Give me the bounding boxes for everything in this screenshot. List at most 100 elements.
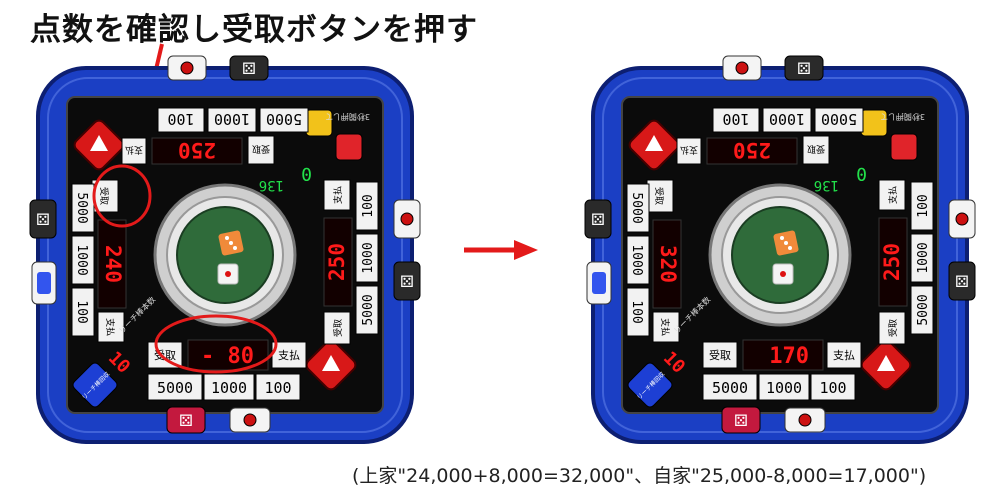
edge-button-top-1[interactable] — [722, 55, 762, 81]
green-counter: 136 — [259, 177, 284, 193]
top-button-label: 1000 — [214, 110, 250, 128]
left-score-display — [97, 219, 127, 309]
top-score-value: 250 — [733, 138, 771, 162]
top-uketori-button[interactable]: 受取 — [802, 135, 830, 165]
right-shiharai-button[interactable]: 支払 — [323, 179, 351, 211]
left-uketori-button[interactable]: 受取 — [646, 179, 674, 213]
score-caption: (上家"24,000+8,000=32,000"、自家"25,000-8,000… — [352, 465, 927, 487]
bottom-button-5000[interactable]: 5000 — [147, 373, 203, 401]
edge-button-top-1[interactable] — [167, 55, 207, 81]
highlight-annotations — [92, 164, 278, 374]
right-score-value: 250 — [325, 243, 349, 281]
right-button-label: 1000 — [916, 242, 931, 273]
edge-button-right-2[interactable]: ⚄ — [393, 261, 421, 301]
left-score-display — [652, 219, 682, 309]
right-uketori-button[interactable]: 受取 — [323, 311, 351, 345]
right-shiharai-button[interactable]: 支払 — [878, 179, 906, 211]
left-shiharai-button[interactable]: 支払 — [97, 311, 125, 343]
red-small-button[interactable] — [335, 133, 363, 161]
top-button-5000[interactable]: 5000 — [814, 107, 864, 133]
left-button-5000[interactable]: 5000 — [71, 183, 95, 233]
riichi-collect-button[interactable]: リーチ棒回収 — [71, 361, 119, 409]
top-uketori-label: 受取 — [252, 143, 270, 155]
edge-button-left-2[interactable] — [31, 261, 57, 305]
dice-icon: ⚄ — [797, 59, 811, 78]
bottom-button-100[interactable]: 100 — [255, 373, 301, 401]
left-button-1000[interactable]: 1000 — [626, 235, 650, 285]
right-uketori-button[interactable]: 受取 — [878, 311, 906, 345]
top-button-row: 100 1000 5000 — [157, 107, 309, 133]
bottom-uketori-button[interactable]: 受取 — [702, 341, 738, 369]
left-shiharai-button[interactable]: 支払 — [652, 311, 680, 343]
edge-button-left-1[interactable]: ⚄ — [584, 199, 612, 239]
right-button-label: 5000 — [361, 294, 376, 325]
top-button-label: 100 — [167, 110, 194, 128]
red-small-button[interactable] — [890, 133, 918, 161]
left-button-label: 100 — [74, 300, 89, 323]
bottom-shiharai-button[interactable]: 支払 — [271, 341, 307, 369]
edge-button-right-1[interactable] — [948, 199, 976, 239]
bottom-button-5000[interactable]: 5000 — [702, 373, 758, 401]
edge-button-bottom-2[interactable] — [229, 407, 271, 433]
top-button-1000[interactable]: 1000 — [762, 107, 812, 133]
top-button-100[interactable]: 100 — [712, 107, 760, 133]
flow-arrow — [464, 240, 538, 260]
top-uketori-button[interactable]: 受取 — [247, 135, 275, 165]
top-button-100[interactable]: 100 — [157, 107, 205, 133]
bottom-score-value: 170 — [769, 344, 809, 369]
right-button-100[interactable]: 100 — [910, 181, 934, 231]
bottom-shiharai-label: 支払 — [278, 348, 300, 362]
left-button-100[interactable]: 100 — [626, 287, 650, 337]
bottom-button-label: 1000 — [766, 379, 802, 397]
bottom-button-label: 100 — [264, 379, 291, 397]
edge-button-left-1[interactable]: ⚄ — [29, 199, 57, 239]
bottom-button-100[interactable]: 100 — [810, 373, 856, 401]
edge-button-top-2[interactable]: ⚄ — [229, 55, 269, 81]
top-button-5000[interactable]: 5000 — [259, 107, 309, 133]
highlight-left-uketori — [92, 164, 152, 228]
bottom-button-label: 100 — [819, 379, 846, 397]
red-diamond-button-top-left[interactable] — [627, 118, 681, 172]
left-shiharai-label: 支払 — [104, 318, 116, 336]
bottom-shiharai-button[interactable]: 支払 — [826, 341, 862, 369]
dice-icon: ⚄ — [734, 411, 748, 430]
top-button-label: 1000 — [769, 110, 805, 128]
right-button-1000[interactable]: 1000 — [910, 233, 934, 283]
dice-icon: ⚄ — [36, 210, 50, 229]
bottom-button-label: 1000 — [211, 379, 247, 397]
right-score-display — [878, 217, 908, 307]
left-uketori-label: 受取 — [653, 187, 665, 205]
right-shiharai-label: 支払 — [332, 186, 344, 204]
green-digit: 0 — [301, 163, 312, 184]
top-shiharai-button[interactable]: 支払 — [676, 137, 702, 165]
right-button-100[interactable]: 100 — [355, 181, 379, 231]
edge-button-bottom-2[interactable] — [784, 407, 826, 433]
riichi-collect-button[interactable]: リーチ棒回収 — [626, 361, 674, 409]
bottom-button-label: 5000 — [712, 379, 748, 397]
edge-button-top-2[interactable]: ⚄ — [784, 55, 824, 81]
left-button-100[interactable]: 100 — [71, 287, 95, 337]
edge-button-bottom-1[interactable]: ⚄ — [166, 406, 206, 434]
right-button-1000[interactable]: 1000 — [355, 233, 379, 283]
left-button-1000[interactable]: 1000 — [71, 235, 95, 285]
top-button-1000[interactable]: 1000 — [207, 107, 257, 133]
top-shiharai-button[interactable]: 支払 — [121, 137, 147, 165]
right-button-5000[interactable]: 5000 — [355, 285, 379, 335]
table-after: ⚄ ⚄ ⚄ ⚄ 3秒間押して 100 1000 5000 支払 2 — [575, 50, 985, 460]
green-digit: 0 — [856, 163, 867, 184]
bottom-button-1000[interactable]: 1000 — [203, 373, 255, 401]
edge-button-right-1[interactable] — [393, 199, 421, 239]
edge-button-left-2[interactable] — [586, 261, 612, 305]
left-button-5000[interactable]: 5000 — [626, 183, 650, 233]
red-diamond-button-top-left[interactable] — [72, 118, 126, 172]
highlight-bottom-display — [154, 314, 278, 374]
bottom-button-1000[interactable]: 1000 — [758, 373, 810, 401]
left-button-label: 5000 — [74, 192, 89, 223]
edge-button-bottom-1[interactable]: ⚄ — [721, 406, 761, 434]
top-shiharai-label: 支払 — [125, 144, 143, 156]
right-button-5000[interactable]: 5000 — [910, 285, 934, 335]
red-diamond-button-bottom-right[interactable] — [859, 338, 913, 392]
red-diamond-button-bottom-right[interactable] — [304, 338, 358, 392]
edge-button-right-2[interactable]: ⚄ — [948, 261, 976, 301]
top-button-label: 5000 — [266, 110, 302, 128]
